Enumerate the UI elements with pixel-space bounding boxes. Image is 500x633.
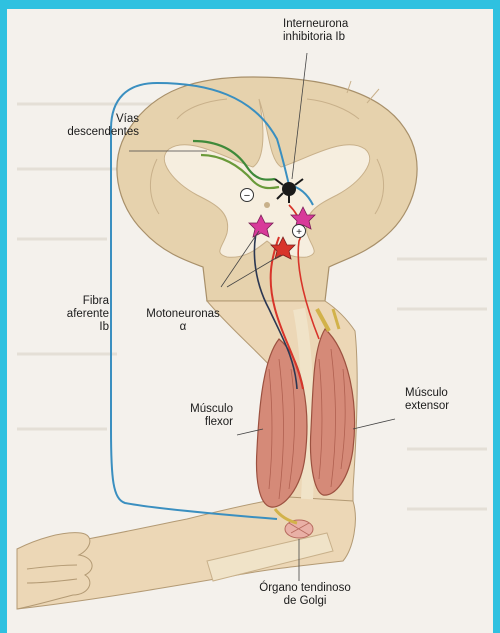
diagram-canvas: − + Interneurona inhibitoria Ib Vías des… xyxy=(7,9,493,633)
label-afferent-line1: Fibra xyxy=(47,295,109,308)
central-canal xyxy=(264,202,270,208)
label-extensor-muscle: Músculo extensor xyxy=(405,387,449,413)
label-golgi-line2: de Golgi xyxy=(243,595,367,608)
label-afferent-fiber: Fibra aferente Ib xyxy=(47,295,109,334)
label-motoneurons-line1: Motoneuronas xyxy=(135,308,231,321)
label-extensor-line1: Músculo xyxy=(405,387,449,400)
label-golgi-tendon-organ: Órgano tendinoso de Golgi xyxy=(243,582,367,608)
inhibitory-sign: − xyxy=(244,190,250,202)
label-motoneurons-line2: α xyxy=(135,321,231,334)
label-extensor-line2: extensor xyxy=(405,400,449,413)
label-flexor-line1: Músculo xyxy=(157,403,233,416)
label-descending-line1: Vías xyxy=(35,113,139,126)
label-flexor-line2: flexor xyxy=(157,416,233,429)
label-motoneurons: Motoneuronas α xyxy=(135,308,231,334)
label-interneuron-line2: inhibitoria Ib xyxy=(283,31,348,44)
label-flexor-muscle: Músculo flexor xyxy=(157,403,233,429)
label-descending-line2: descendentes xyxy=(35,126,139,139)
excitatory-sign: + xyxy=(296,227,302,238)
label-interneuron-line1: Interneurona xyxy=(283,18,348,31)
label-afferent-line3: Ib xyxy=(47,321,109,334)
label-interneuron: Interneurona inhibitoria Ib xyxy=(283,18,348,44)
label-golgi-line1: Órgano tendinoso xyxy=(243,582,367,595)
label-descending-pathways: Vías descendentes xyxy=(35,113,139,139)
label-afferent-line2: aferente xyxy=(47,308,109,321)
